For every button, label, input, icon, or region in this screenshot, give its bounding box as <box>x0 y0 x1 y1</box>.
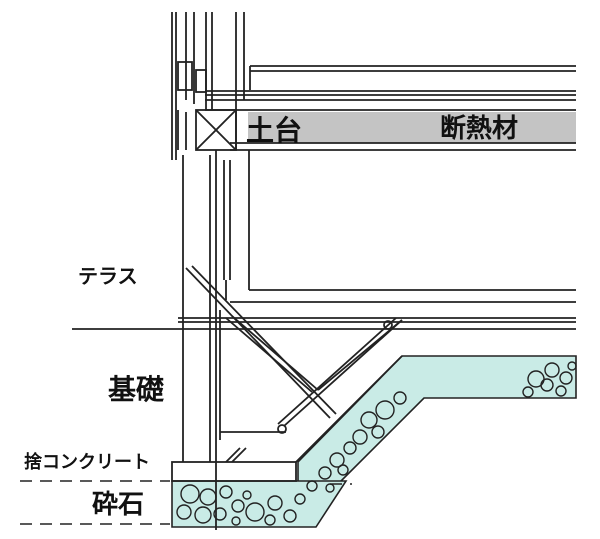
blinding-concrete-label: 捨コンクリート <box>24 452 150 473</box>
crushed-stone-label: 砕石 <box>92 490 145 520</box>
gravel-fill <box>171 355 577 528</box>
footing <box>171 355 403 482</box>
wall-lines <box>171 12 251 160</box>
gravel-stones <box>176 361 577 526</box>
sill-block <box>177 109 237 151</box>
insulation-band <box>248 112 576 143</box>
foundation-wall <box>182 150 576 530</box>
terrace-label: テラス <box>78 264 138 288</box>
terrace-structure <box>72 265 576 434</box>
gravel-slope <box>297 355 577 522</box>
dashed-lines <box>20 480 352 525</box>
sill-label: 土台 <box>246 114 303 147</box>
insulation-label: 断熱材 <box>440 114 519 144</box>
foundation-label: 基礎 <box>108 373 165 406</box>
floor-lines <box>205 65 576 151</box>
